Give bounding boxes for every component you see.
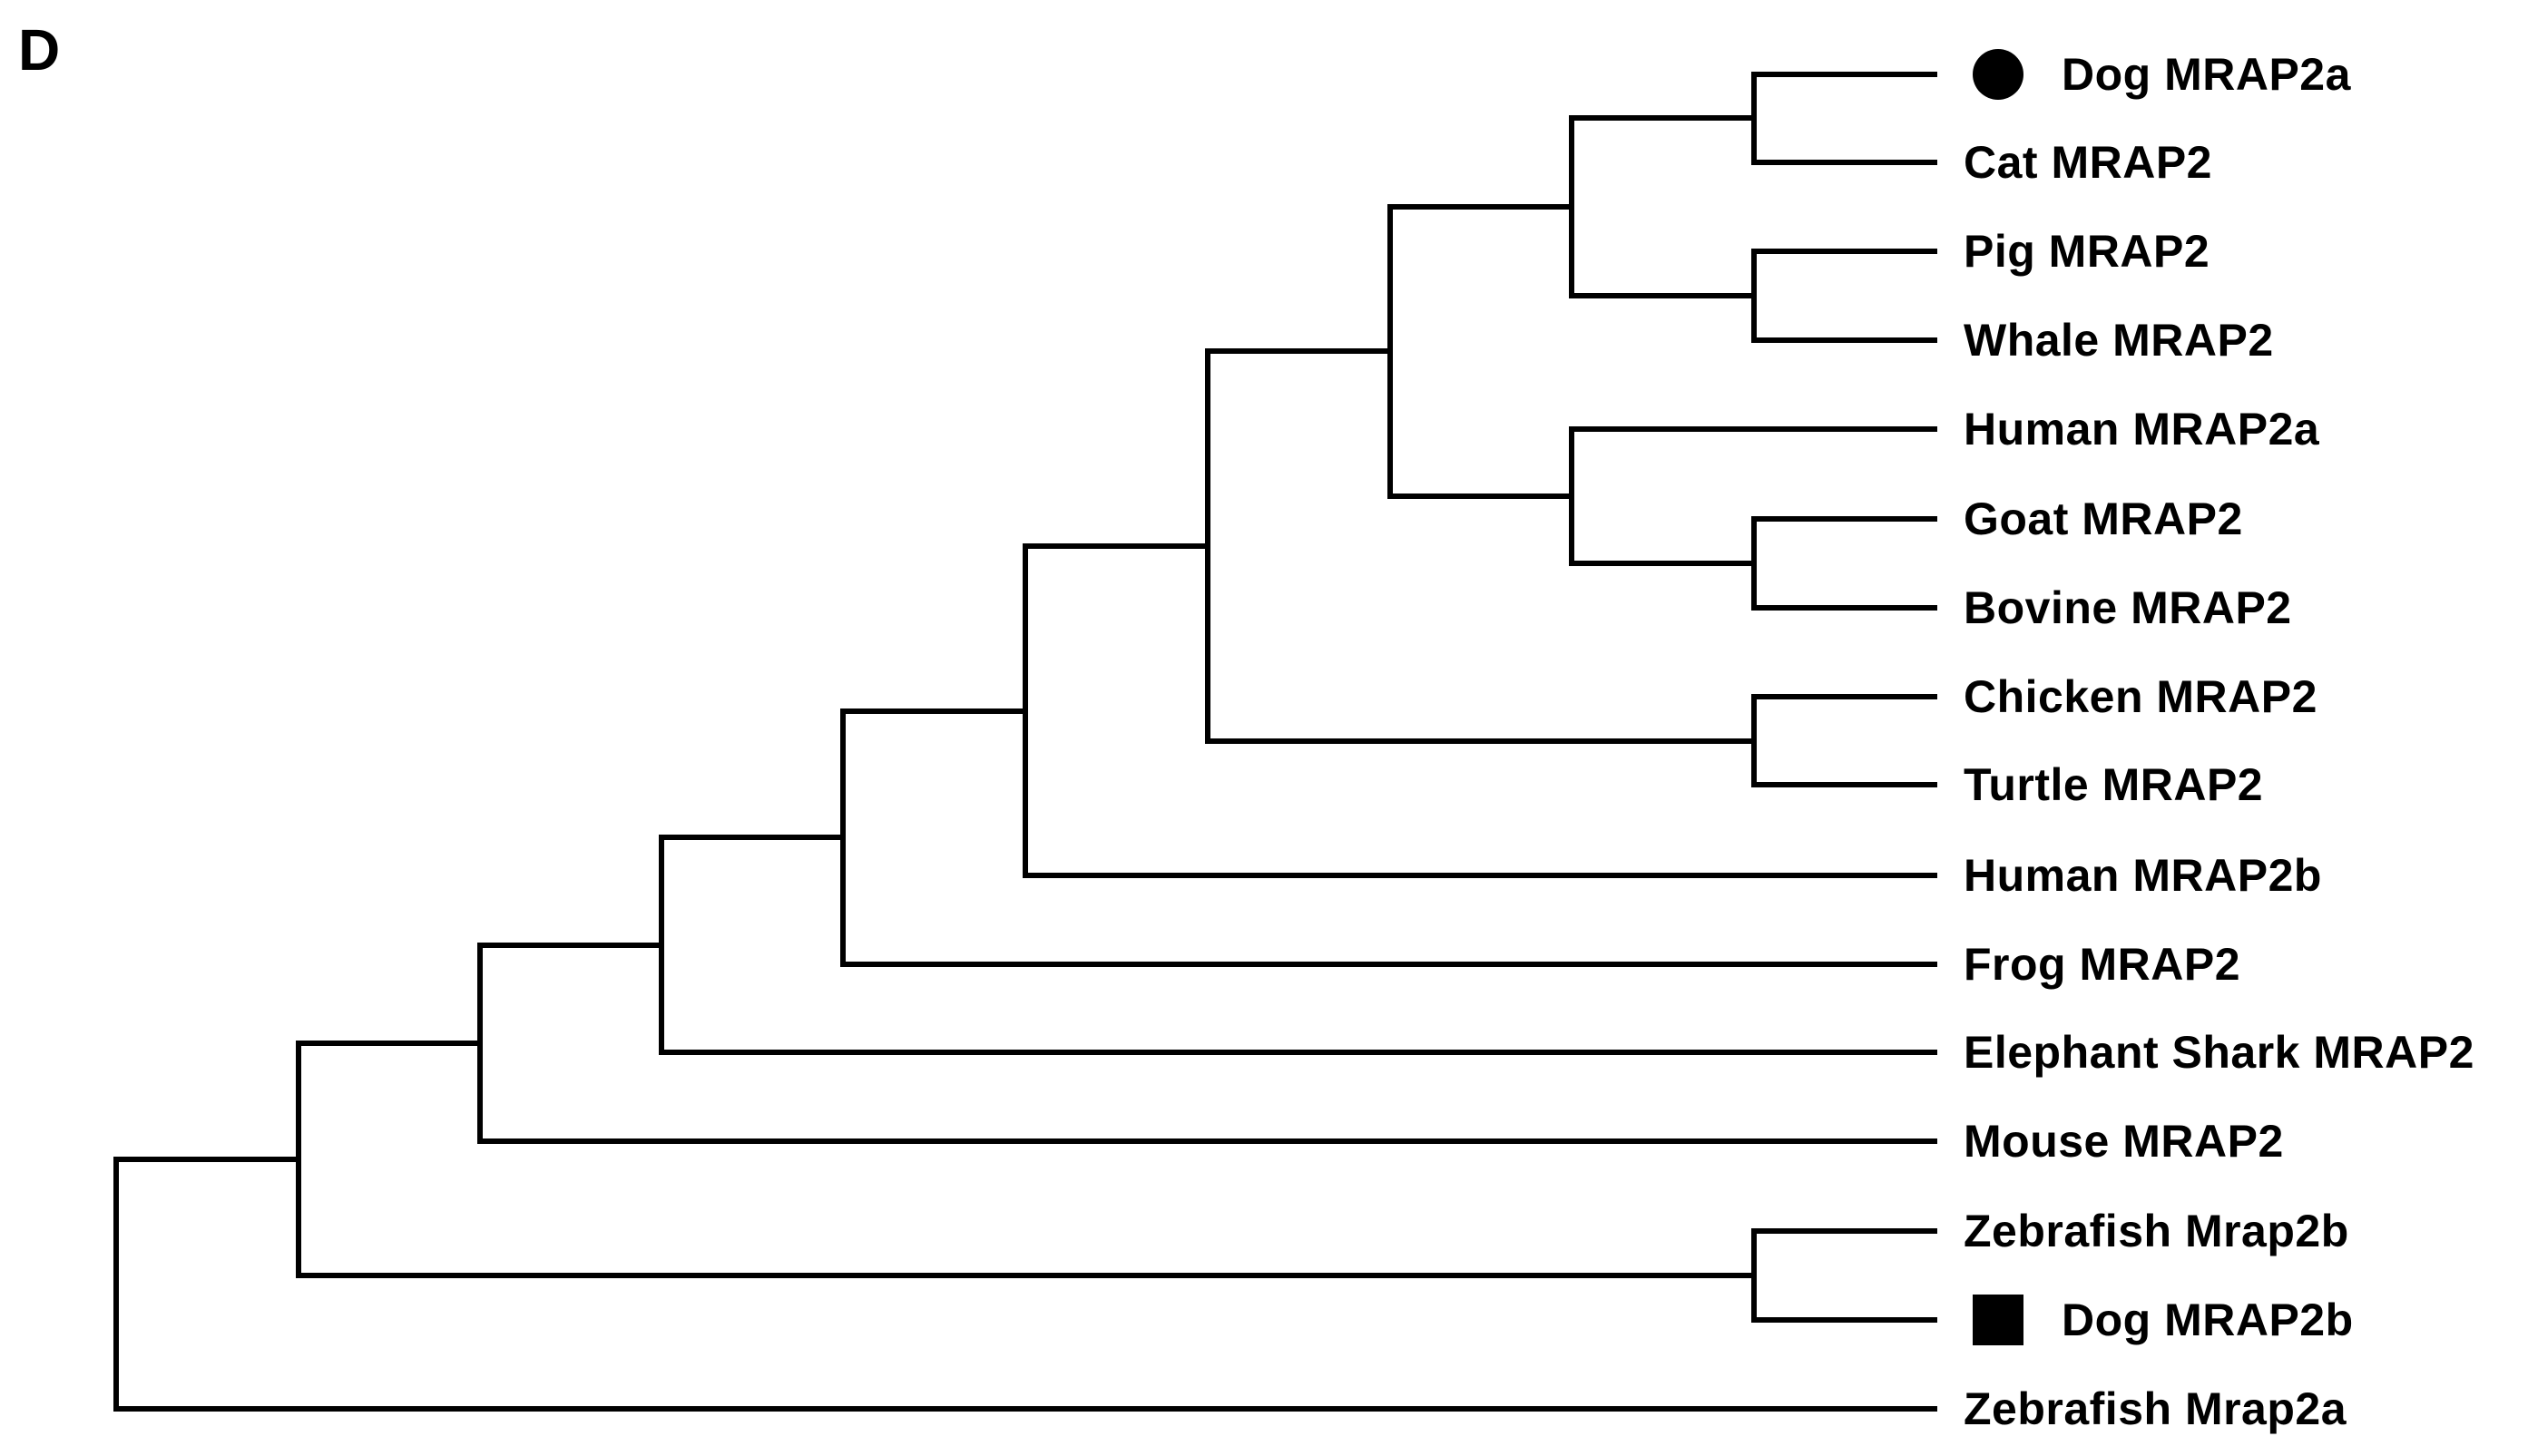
leaf-label-elephant-shark-mrap2: Elephant Shark MRAP2 <box>1964 1027 2474 1078</box>
branch-goat-bovine <box>1751 516 1937 611</box>
branch-dog-cat <box>1751 72 1937 165</box>
leaf-label-pig-mrap2: Pig MRAP2 <box>1964 226 2210 277</box>
leaf-label-mouse-mrap2: Mouse MRAP2 <box>1964 1116 2284 1167</box>
branch-mrap2b-clade <box>296 1041 1757 1278</box>
panel-label: D <box>18 17 61 83</box>
leaf-label-goat-mrap2: Goat MRAP2 <box>1964 493 2243 544</box>
branch-frog <box>840 708 1937 967</box>
circle-marker-icon <box>1973 49 2023 100</box>
branch-zf2b-dog2b <box>1751 1228 1937 1323</box>
leaf-label-zebrafish-mrap2b: Zebrafish Mrap2b <box>1964 1206 2349 1256</box>
branch-mammal-clade <box>1387 204 1574 499</box>
branch-elephant-shark <box>659 835 1937 1055</box>
leaf-label-dog-mrap2b: Dog MRAP2b <box>2062 1295 2354 1345</box>
leaf-label-turtle-mrap2: Turtle MRAP2 <box>1964 759 2264 810</box>
branch-pig-whale <box>1751 249 1937 343</box>
leaf-label-human-mrap2a: Human MRAP2a <box>1964 404 2320 454</box>
branch-amniote <box>1205 348 1757 744</box>
square-marker-icon <box>1973 1295 2023 1345</box>
branch-human2b <box>1023 543 1937 878</box>
leaf-label-whale-mrap2: Whale MRAP2 <box>1964 315 2274 366</box>
branch-root <box>113 1157 1937 1412</box>
leaf-label-cat-mrap2: Cat MRAP2 <box>1964 137 2212 188</box>
leaf-label-dog-mrap2a: Dog MRAP2a <box>2062 49 2351 100</box>
leaf-label-human-mrap2b: Human MRAP2b <box>1964 850 2322 901</box>
leaf-label-zebrafish-mrap2a: Zebrafish Mrap2a <box>1964 1383 2347 1434</box>
branch-chicken-turtle <box>1751 694 1937 787</box>
branch-mouse <box>477 943 1937 1144</box>
leaf-label-bovine-mrap2: Bovine MRAP2 <box>1964 582 2292 633</box>
leaf-label-frog-mrap2: Frog MRAP2 <box>1964 939 2240 990</box>
leaf-label-chicken-mrap2: Chicken MRAP2 <box>1964 671 2317 722</box>
branch-carnivore-cetartiodactyl <box>1569 115 1757 298</box>
